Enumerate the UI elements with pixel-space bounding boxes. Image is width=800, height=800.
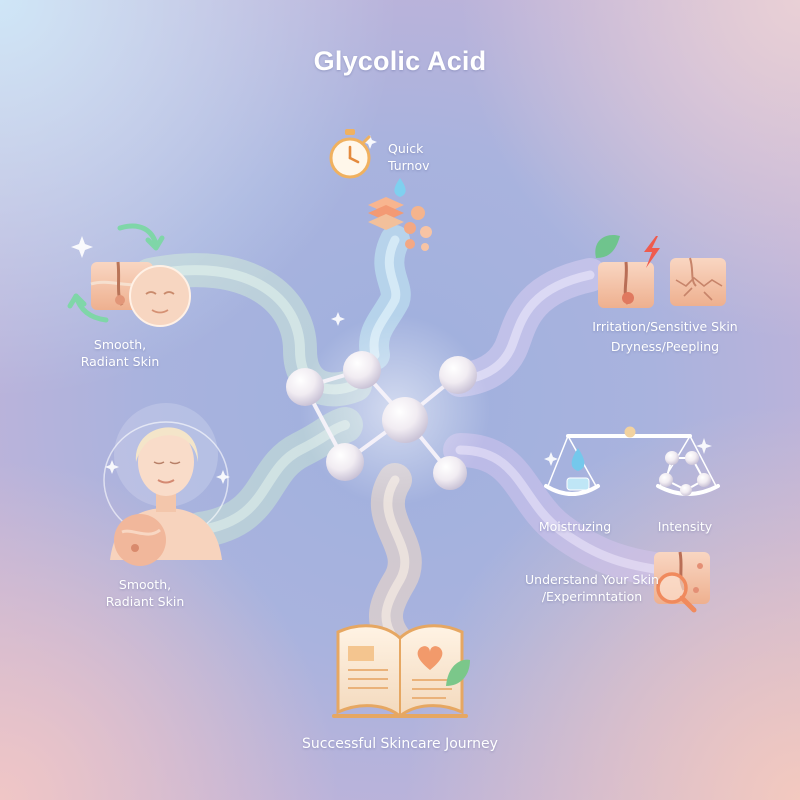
stopwatch-icon [329,129,371,179]
label-line: Smooth, [118,577,172,592]
magnifier-icon [656,572,697,613]
label-smooth-radiant-top: Smooth, Radiant Skin [55,336,185,370]
label-quick-turnover: Quick Turnov [388,140,430,174]
sparkle-icon [71,135,712,484]
label-line: Smooth, [93,337,147,352]
leaf-icon [446,659,470,686]
stream-right-top [443,258,607,397]
label-intensity: Intensity [657,519,713,534]
label-irritation: Irritation/Sensitive Skin [592,319,738,334]
label-understand-skin: Understand Your Skin /Experimntation [522,571,662,605]
label-line: Quick [388,141,424,156]
molecule-icon [286,315,490,505]
water-drop-icon [571,448,585,471]
skin-cross-section-icon [114,514,166,566]
renewal-arrows-icon [67,223,165,323]
page-title: Glycolic Acid [313,46,487,76]
label-line: Understand Your Skin [525,572,659,587]
cream-jar-icon [566,477,590,491]
molecule-icon [659,451,711,496]
label-line: Turnov [388,158,430,173]
skin-layers-icon [368,197,432,251]
label-line: /Experimntation [541,589,643,604]
stream-bottom [368,463,422,657]
leaf-icon [595,234,620,258]
open-book-icon [332,624,468,718]
water-drop-icon [394,178,406,197]
label-successful-journey: Successful Skincare Journey [302,736,498,752]
heart-icon [417,646,443,670]
skin-cross-section-icon [598,261,654,308]
label-line: Radiant Skin [80,354,160,369]
label-line: Radiant Skin [105,594,185,609]
balance-scale-icon [544,426,720,496]
face-icon [129,265,191,327]
dry-skin-icon [670,257,726,306]
label-dryness: Dryness/Peepling [610,339,720,354]
label-moisturizing: Moistruzing [538,519,612,534]
label-smooth-radiant-bottom: Smooth, Radiant Skin [80,576,210,610]
lightning-icon [644,236,660,268]
stream-right-bottom [443,433,677,587]
